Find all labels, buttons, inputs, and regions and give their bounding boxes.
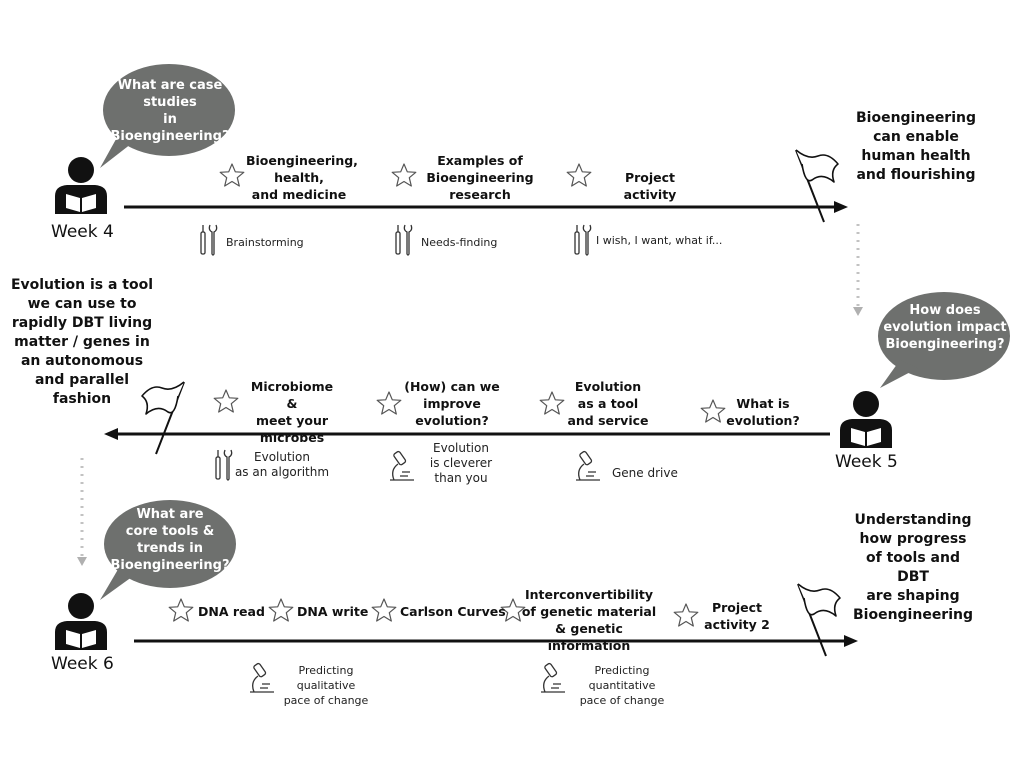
- week5-question: How does evolution impact Bioengineering…: [883, 303, 1007, 352]
- row3-flag-icon: [797, 583, 841, 657]
- week6-bubble: [100, 500, 236, 600]
- week6-question: What are core tools & trends in Bioengin…: [110, 507, 230, 573]
- row3-star-icon: [371, 598, 397, 622]
- row3-tool-2: Predicting quantitative pace of change: [579, 664, 665, 707]
- row2-microscope-icon: [389, 450, 415, 481]
- row1-topic-1: Bioengineering, health, and medicine: [246, 153, 358, 202]
- row1-topic-2: Examples of Bioengineering research: [426, 153, 534, 202]
- week5-label: Week 5: [835, 452, 898, 472]
- row2-star-icon: [700, 399, 726, 423]
- week4-question: What are case studies in Bioengineering?: [110, 78, 230, 144]
- row1-tool-1: Brainstorming: [226, 236, 304, 249]
- row3-topic-3: Carlson Curves: [400, 604, 506, 619]
- row3-tool-1: Predicting qualitative pace of change: [283, 664, 369, 707]
- row2-tools-icon: [215, 449, 233, 481]
- row1-tools-icon: [395, 224, 413, 256]
- row1-arrow: [124, 201, 848, 213]
- row1-star-icon: [391, 163, 417, 187]
- row3-star-icon: [673, 603, 699, 627]
- row3-arrow: [134, 635, 858, 647]
- week5-bubble: [878, 292, 1010, 388]
- row1-tool-3: I wish, I want, what if...: [596, 234, 723, 247]
- row1-goal: Bioengineering can enable human health a…: [855, 110, 977, 183]
- row3-star-icon: [268, 598, 294, 622]
- row2-star-icon: [376, 391, 402, 415]
- week4-label: Week 4: [51, 222, 114, 242]
- row2-topic-1: Microbiome & meet your microbes: [250, 379, 334, 445]
- row3-microscope-icon: [540, 662, 566, 693]
- row3-topic-5: Project activity 2: [704, 600, 770, 632]
- week5-person-icon: [840, 391, 892, 448]
- row2-arrow: [104, 428, 830, 440]
- row1-tools-icon: [574, 224, 592, 256]
- row2-tool-1: Evolution as an algorithm: [234, 450, 330, 479]
- row1-tool-2: Needs-finding: [421, 236, 498, 249]
- row1-tools-icon: [200, 224, 218, 256]
- row2-tool-3: Gene drive: [612, 466, 678, 480]
- row3-goal: Understanding how progress of tools and …: [852, 512, 974, 623]
- week4-bubble: [100, 64, 235, 168]
- row2-tool-2: Evolution is cleverer than you: [429, 441, 493, 485]
- row1-topic-3: Project activity: [623, 170, 677, 202]
- row2-topic-3: Evolution as a tool and service: [567, 379, 649, 428]
- row2-goal: Evolution is a tool we can use to rapidl…: [10, 277, 154, 407]
- connector-2: [77, 458, 87, 566]
- row2-topic-4: What is evolution?: [726, 396, 800, 428]
- row2-star-icon: [213, 389, 239, 413]
- row3-topic-2: DNA write: [297, 604, 369, 619]
- row2-microscope-icon: [575, 450, 601, 481]
- connector-1: [853, 224, 863, 316]
- row3-topic-4: Interconvertibility of genetic material …: [521, 587, 657, 653]
- week6-label: Week 6: [51, 654, 114, 674]
- row2-star-icon: [539, 391, 565, 415]
- row1-flag-icon: [795, 149, 839, 223]
- row1-star-icon: [566, 163, 592, 187]
- row2-topic-2: (How) can we improve evolution?: [404, 379, 500, 428]
- week4-person-icon: [55, 157, 107, 214]
- row3-star-icon: [168, 598, 194, 622]
- week6-person-icon: [55, 593, 107, 650]
- row1-star-icon: [219, 163, 245, 187]
- row3-topic-1: DNA read: [198, 604, 265, 619]
